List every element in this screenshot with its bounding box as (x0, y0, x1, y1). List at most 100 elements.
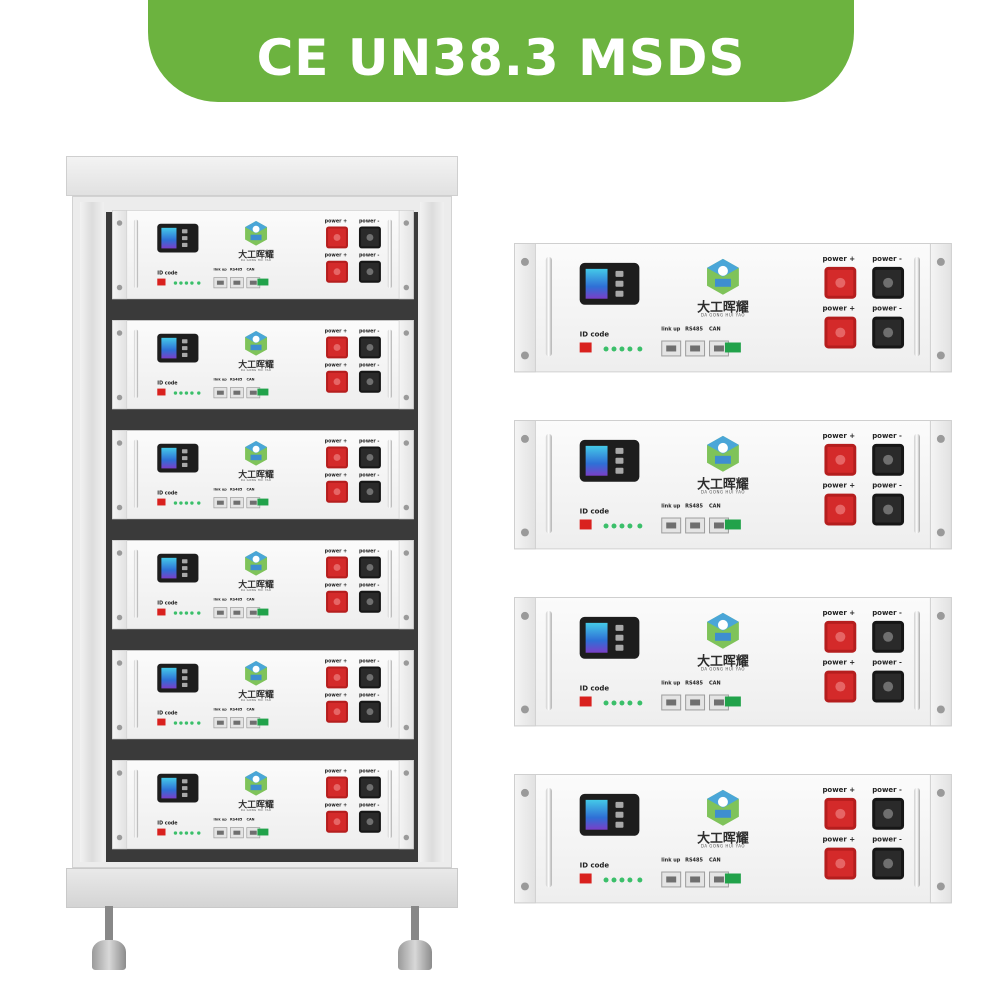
lcd-display (157, 443, 199, 473)
negative-terminal (872, 847, 905, 880)
dry-contact-terminal (257, 278, 269, 286)
brand-name-en: DA GONG HUI YAO (240, 698, 272, 702)
status-led (637, 877, 643, 883)
handle-left (545, 433, 552, 534)
rs485-port (229, 277, 244, 289)
negative-terminal (358, 556, 381, 579)
positive-terminal (326, 480, 348, 503)
negative-terminal (358, 370, 381, 393)
rack-ear-right (398, 210, 414, 300)
power-negative-label: power - (872, 608, 902, 617)
lcd-display (157, 773, 199, 803)
id-code-switch (157, 718, 166, 726)
status-led (179, 721, 183, 725)
power-negative-label: power - (872, 304, 902, 313)
cabinet-post-left (80, 202, 104, 862)
status-led (619, 346, 625, 352)
rack-ear-left (514, 774, 536, 904)
port-label-rs485: RS485 (229, 817, 243, 822)
port-label-can: CAN (246, 487, 255, 492)
power-positive-label: power + (324, 362, 348, 369)
port-label-rs485: RS485 (685, 680, 703, 687)
handle-left (133, 659, 139, 729)
power-positive-label: power + (324, 692, 348, 699)
linkup-port (661, 340, 682, 357)
handle-right (913, 256, 920, 357)
port-label-can: CAN (246, 597, 255, 602)
status-led (173, 281, 178, 285)
positive-terminal (326, 700, 348, 723)
rack-ear-right (398, 430, 414, 520)
power-positive-label: power + (324, 218, 348, 224)
status-led (197, 501, 201, 505)
power-positive-label: power + (822, 835, 856, 844)
brand-name-cn: 大工晖耀 (238, 689, 274, 701)
id-code-switch (579, 873, 592, 884)
brand-name-cn: 大工晖耀 (238, 359, 274, 371)
brand-name-cn: 大工晖耀 (238, 469, 274, 481)
brand-logo-icon (707, 258, 739, 295)
handle-right (913, 433, 920, 534)
rack-ear-left (112, 760, 128, 850)
positive-terminal (326, 776, 348, 799)
handle-right (387, 439, 392, 509)
handle-right (387, 219, 392, 289)
handle-right (913, 610, 920, 711)
negative-terminal (358, 480, 381, 503)
handle-left (545, 787, 552, 888)
negative-terminal (358, 810, 381, 833)
handle-left (133, 219, 139, 289)
id-code-label: ID code (157, 710, 178, 716)
positive-terminal (824, 620, 857, 653)
status-led (627, 523, 633, 529)
port-label-rs485: RS485 (229, 707, 243, 712)
rack-ear-right (398, 760, 414, 850)
status-led (184, 391, 189, 395)
port-label-rs485: RS485 (229, 377, 243, 382)
power-positive-label: power + (324, 328, 348, 334)
dry-contact-terminal (257, 608, 269, 616)
handle-right (387, 549, 392, 619)
negative-terminal (358, 776, 381, 799)
handle-left (545, 256, 552, 357)
port-label-can: CAN (709, 857, 721, 864)
status-led (197, 721, 201, 725)
dry-contact-terminal (724, 342, 741, 353)
brand-logo-icon (707, 612, 739, 649)
handle-left (133, 329, 139, 399)
linkup-port (661, 871, 682, 888)
power-negative-label: power - (358, 472, 380, 479)
port-label-can: CAN (709, 326, 721, 333)
brand-name-en: DA GONG HUI YAO (700, 843, 746, 849)
status-led (184, 611, 189, 615)
rack-ear-left (112, 650, 128, 740)
brand-name-cn: 大工晖耀 (238, 579, 274, 591)
positive-terminal (326, 666, 348, 689)
status-led (197, 831, 201, 835)
cabinet-battery-module: 大工晖耀 DA GONG HUI YAO ID code link up RS4… (112, 430, 414, 520)
port-label-rs485: RS485 (685, 503, 703, 510)
rack-ear-right (929, 420, 952, 550)
brand-logo-icon (245, 770, 268, 796)
status-led (619, 700, 625, 706)
rack-ear-left (514, 597, 536, 727)
negative-terminal (358, 666, 381, 689)
status-led (179, 391, 183, 395)
rack-ear-right (398, 320, 414, 410)
port-label-can: CAN (246, 377, 255, 382)
power-positive-label: power + (324, 582, 348, 589)
power-negative-label: power - (358, 802, 380, 809)
power-negative-label: power - (358, 658, 380, 664)
power-positive-label: power + (822, 481, 856, 490)
status-led (627, 877, 633, 883)
status-led (637, 523, 643, 529)
id-code-switch (579, 696, 592, 707)
handle-left (545, 610, 552, 711)
id-code-label: ID code (157, 600, 178, 606)
status-led (603, 700, 609, 706)
power-positive-label: power + (324, 438, 348, 444)
linkup-port (213, 387, 228, 399)
positive-terminal (824, 266, 857, 299)
cabinet-battery-module: 大工晖耀 DA GONG HUI YAO ID code link up RS4… (112, 210, 414, 300)
handle-right (387, 769, 392, 839)
